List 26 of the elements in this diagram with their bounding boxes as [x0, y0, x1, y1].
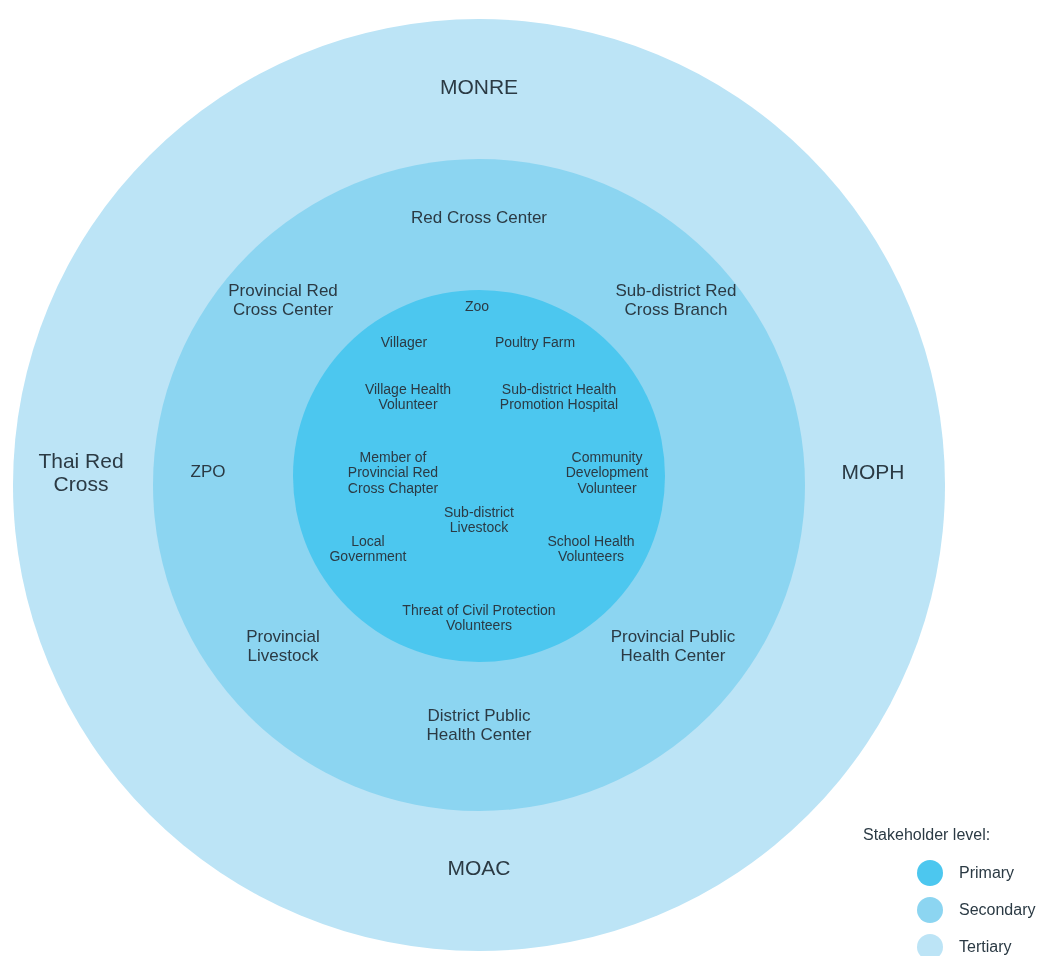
stakeholder-label: ZPO — [189, 462, 227, 482]
stakeholder-label: Poultry Farm — [493, 335, 577, 351]
stakeholder-label: School Health Volunteers — [546, 533, 636, 565]
stakeholder-label: Sub-district Health Promotion Hospital — [498, 381, 620, 413]
legend-title: Stakeholder level: — [863, 826, 991, 844]
stakeholder-label: Provincial Red Cross Center — [227, 282, 339, 320]
stakeholder-label: Thai Red Cross — [37, 448, 125, 496]
stakeholder-label: Provincial Public Health Center — [609, 628, 737, 666]
stakeholder-label: Village Health Volunteer — [363, 381, 453, 413]
stakeholder-label: Zoo — [463, 299, 491, 315]
stakeholder-label: MONRE — [438, 75, 520, 99]
stakeholder-label: Threat of Civil Protection Volunteers — [401, 602, 557, 634]
stakeholder-label: Community Development Volunteer — [564, 449, 650, 497]
stakeholder-label: Sub-district Red Cross Branch — [614, 282, 738, 320]
stakeholder-label: MOAC — [446, 856, 512, 880]
legend-label: Tertiary — [959, 938, 1012, 956]
stakeholder-label: Provincial Livestock — [245, 628, 321, 666]
legend-label: Primary — [959, 864, 1015, 882]
stakeholder-label: Red Cross Center — [409, 208, 549, 228]
stakeholder-label: District Public Health Center — [425, 707, 533, 745]
stakeholder-label: Villager — [379, 335, 429, 351]
stakeholder-label: MOPH — [840, 460, 906, 484]
stakeholder-label: Local Government — [328, 533, 408, 565]
legend-label: Secondary — [959, 901, 1036, 919]
stakeholder-label: Sub-district Livestock — [443, 504, 515, 536]
stakeholder-label: Member of Provincial Red Cross Chapter — [346, 449, 440, 497]
